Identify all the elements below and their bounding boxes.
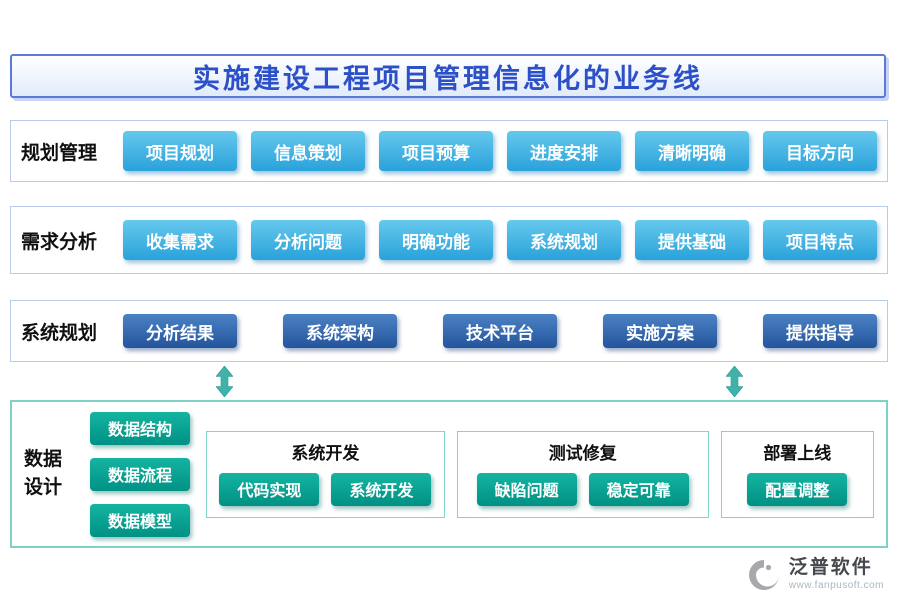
flow-node: 技术平台 bbox=[443, 314, 557, 348]
row-items: 分析结果 系统架构 技术平台 实施方案 提供指导 bbox=[123, 314, 877, 348]
row-label-data-design: 数据 设计 bbox=[24, 448, 63, 499]
group-deploy-online: 部署上线 配置调整 bbox=[720, 430, 874, 518]
group-items: 代码实现 系统开发 bbox=[219, 472, 432, 506]
group-title: 系统开发 bbox=[291, 443, 360, 463]
group-title: 测试修复 bbox=[548, 443, 617, 463]
section-data-design: 数据 设计 数据结构 数据流程 数据模型 系统开发 代码实现 系统开发 测试修复… bbox=[10, 400, 888, 548]
flow-node: 信息策划 bbox=[251, 131, 365, 171]
brand-name: 泛普软件 bbox=[788, 557, 873, 579]
row-requirement-analysis: 需求分析 收集需求 分析问题 明确功能 系统规划 提供基础 项目特点 bbox=[10, 206, 888, 274]
flow-node: 稳定可靠 bbox=[588, 472, 689, 506]
flow-node: 提供指导 bbox=[763, 314, 877, 348]
flow-node: 提供基础 bbox=[635, 220, 749, 260]
flow-node: 数据模型 bbox=[90, 503, 190, 537]
flow-node: 清晰明确 bbox=[635, 131, 749, 171]
flow-node: 数据结构 bbox=[90, 411, 190, 445]
flow-node: 项目规划 bbox=[123, 131, 237, 171]
double-arrow-icon bbox=[216, 366, 233, 397]
row-label-requirement-analysis: 需求分析 bbox=[21, 231, 98, 253]
flow-node: 数据流程 bbox=[90, 457, 190, 491]
flow-node: 系统开发 bbox=[331, 472, 432, 506]
brand-footer: 泛普软件 www.fanpusoft.com bbox=[747, 557, 884, 592]
row-items: 收集需求 分析问题 明确功能 系统规划 提供基础 项目特点 bbox=[123, 220, 877, 260]
double-arrow-icon bbox=[726, 366, 743, 397]
row-label-system-planning: 系统规划 bbox=[21, 322, 98, 344]
group-test-repair: 测试修复 缺陷问题 稳定可靠 bbox=[456, 430, 709, 518]
flow-node: 系统架构 bbox=[283, 314, 397, 348]
group-title: 部署上线 bbox=[763, 443, 832, 463]
data-design-side-items: 数据结构 数据流程 数据模型 bbox=[90, 411, 190, 537]
flow-node: 目标方向 bbox=[763, 131, 877, 171]
flow-node: 分析问题 bbox=[251, 220, 365, 260]
flow-node: 项目特点 bbox=[763, 220, 877, 260]
group-items: 缺陷问题 稳定可靠 bbox=[476, 472, 689, 506]
row-planning-management: 规划管理 项目规划 信息策划 项目预算 进度安排 清晰明确 目标方向 bbox=[10, 120, 888, 182]
brand-url: www.fanpusoft.com bbox=[788, 580, 884, 591]
flow-node: 实施方案 bbox=[603, 314, 717, 348]
fanpu-logo-icon bbox=[748, 559, 779, 590]
flow-node: 进度安排 bbox=[507, 131, 621, 171]
brand-text-block: 泛普软件 www.fanpusoft.com bbox=[789, 557, 884, 592]
flow-node: 缺陷问题 bbox=[476, 472, 577, 506]
data-design-groups: 系统开发 代码实现 系统开发 测试修复 缺陷问题 稳定可靠 部署上线 配置调整 bbox=[206, 430, 874, 518]
row-label-planning-management: 规划管理 bbox=[21, 142, 98, 164]
group-items: 配置调整 bbox=[747, 472, 848, 506]
flow-node: 代码实现 bbox=[219, 472, 320, 506]
flow-node: 分析结果 bbox=[123, 314, 237, 348]
flow-node: 项目预算 bbox=[379, 131, 493, 171]
row-items: 项目规划 信息策划 项目预算 进度安排 清晰明确 目标方向 bbox=[123, 131, 877, 171]
flow-node: 配置调整 bbox=[747, 472, 848, 506]
flow-node: 收集需求 bbox=[123, 220, 237, 260]
group-system-development: 系统开发 代码实现 系统开发 bbox=[206, 430, 445, 518]
flow-node: 系统规划 bbox=[507, 220, 621, 260]
page-title-banner: 实施建设工程项目管理信息化的业务线 bbox=[10, 54, 886, 98]
page-title: 实施建设工程项目管理信息化的业务线 bbox=[193, 63, 703, 94]
flow-node: 明确功能 bbox=[379, 220, 493, 260]
row-system-planning: 系统规划 分析结果 系统架构 技术平台 实施方案 提供指导 bbox=[10, 300, 888, 362]
